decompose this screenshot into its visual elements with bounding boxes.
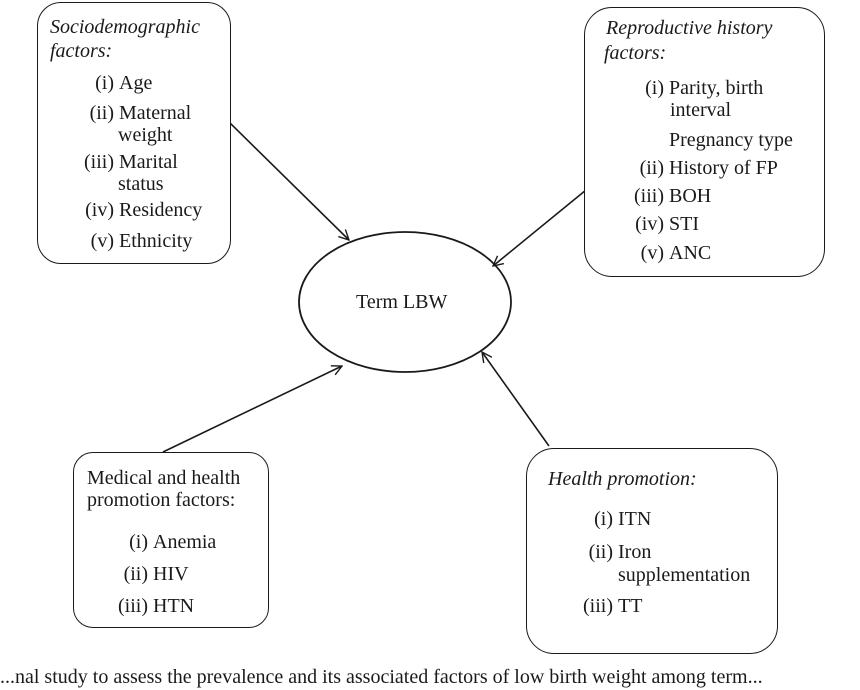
medical-title-line-2: promotion factors: — [87, 489, 236, 511]
repro-item-continuation: interval — [670, 99, 732, 121]
reproductive-title-line-2: factors: — [604, 42, 667, 64]
health-item: (i) ITN — [594, 508, 652, 530]
repro-item: (v) ANC — [640, 242, 712, 264]
socio-item: (ii) Maternal — [89, 102, 192, 124]
health-item-continuation: supplementation — [618, 564, 751, 586]
repro-item: (iii) BOH — [634, 185, 712, 207]
socio-item: (iv) Residency — [85, 199, 203, 221]
medical-health-box — [73, 452, 269, 628]
arrow-health-to-center — [482, 352, 550, 447]
socio-item: (v) Ethnicity — [90, 230, 193, 252]
medical-item: (i) Anemia — [129, 531, 217, 553]
arrow-medical-to-center — [162, 366, 342, 453]
socio-item-continuation: weight — [118, 124, 173, 146]
health-item: (iii) TT — [583, 595, 643, 617]
socio-item: (iii) Marital — [84, 151, 178, 173]
repro-item: (ii) History of FP — [639, 157, 778, 179]
health-promotion-title: Health promotion: — [548, 468, 697, 490]
repro-item: (iv) STI — [635, 213, 699, 235]
reproductive-title-line-1: Reproductive history — [606, 17, 773, 39]
medical-item: (ii) HIV — [123, 563, 189, 585]
arrow-socio-to-center — [229, 122, 349, 240]
socio-item-continuation: status — [118, 173, 164, 195]
reproductive-history-box — [584, 7, 825, 277]
figure-caption-fragment: ...nal study to assess the prevalence an… — [0, 666, 763, 688]
center-label: Term LBW — [356, 291, 448, 313]
sociodemographic-title-line-2: factors: — [50, 40, 113, 62]
repro-item: (i) Parity, birth — [645, 77, 764, 99]
arrow-repro-to-center — [493, 189, 587, 266]
socio-item: (i) Age — [95, 72, 153, 94]
sociodemographic-title-line-1: Sociodemographic — [50, 16, 200, 38]
sociodemographic-box — [37, 2, 231, 264]
center-ellipse — [298, 231, 512, 373]
repro-item: Pregnancy type — [669, 129, 793, 151]
health-promotion-box — [526, 448, 778, 654]
medical-title-line-1: Medical and health — [87, 467, 241, 489]
health-item: (ii) Iron — [588, 541, 652, 563]
medical-item: (iii) HTN — [118, 595, 195, 617]
